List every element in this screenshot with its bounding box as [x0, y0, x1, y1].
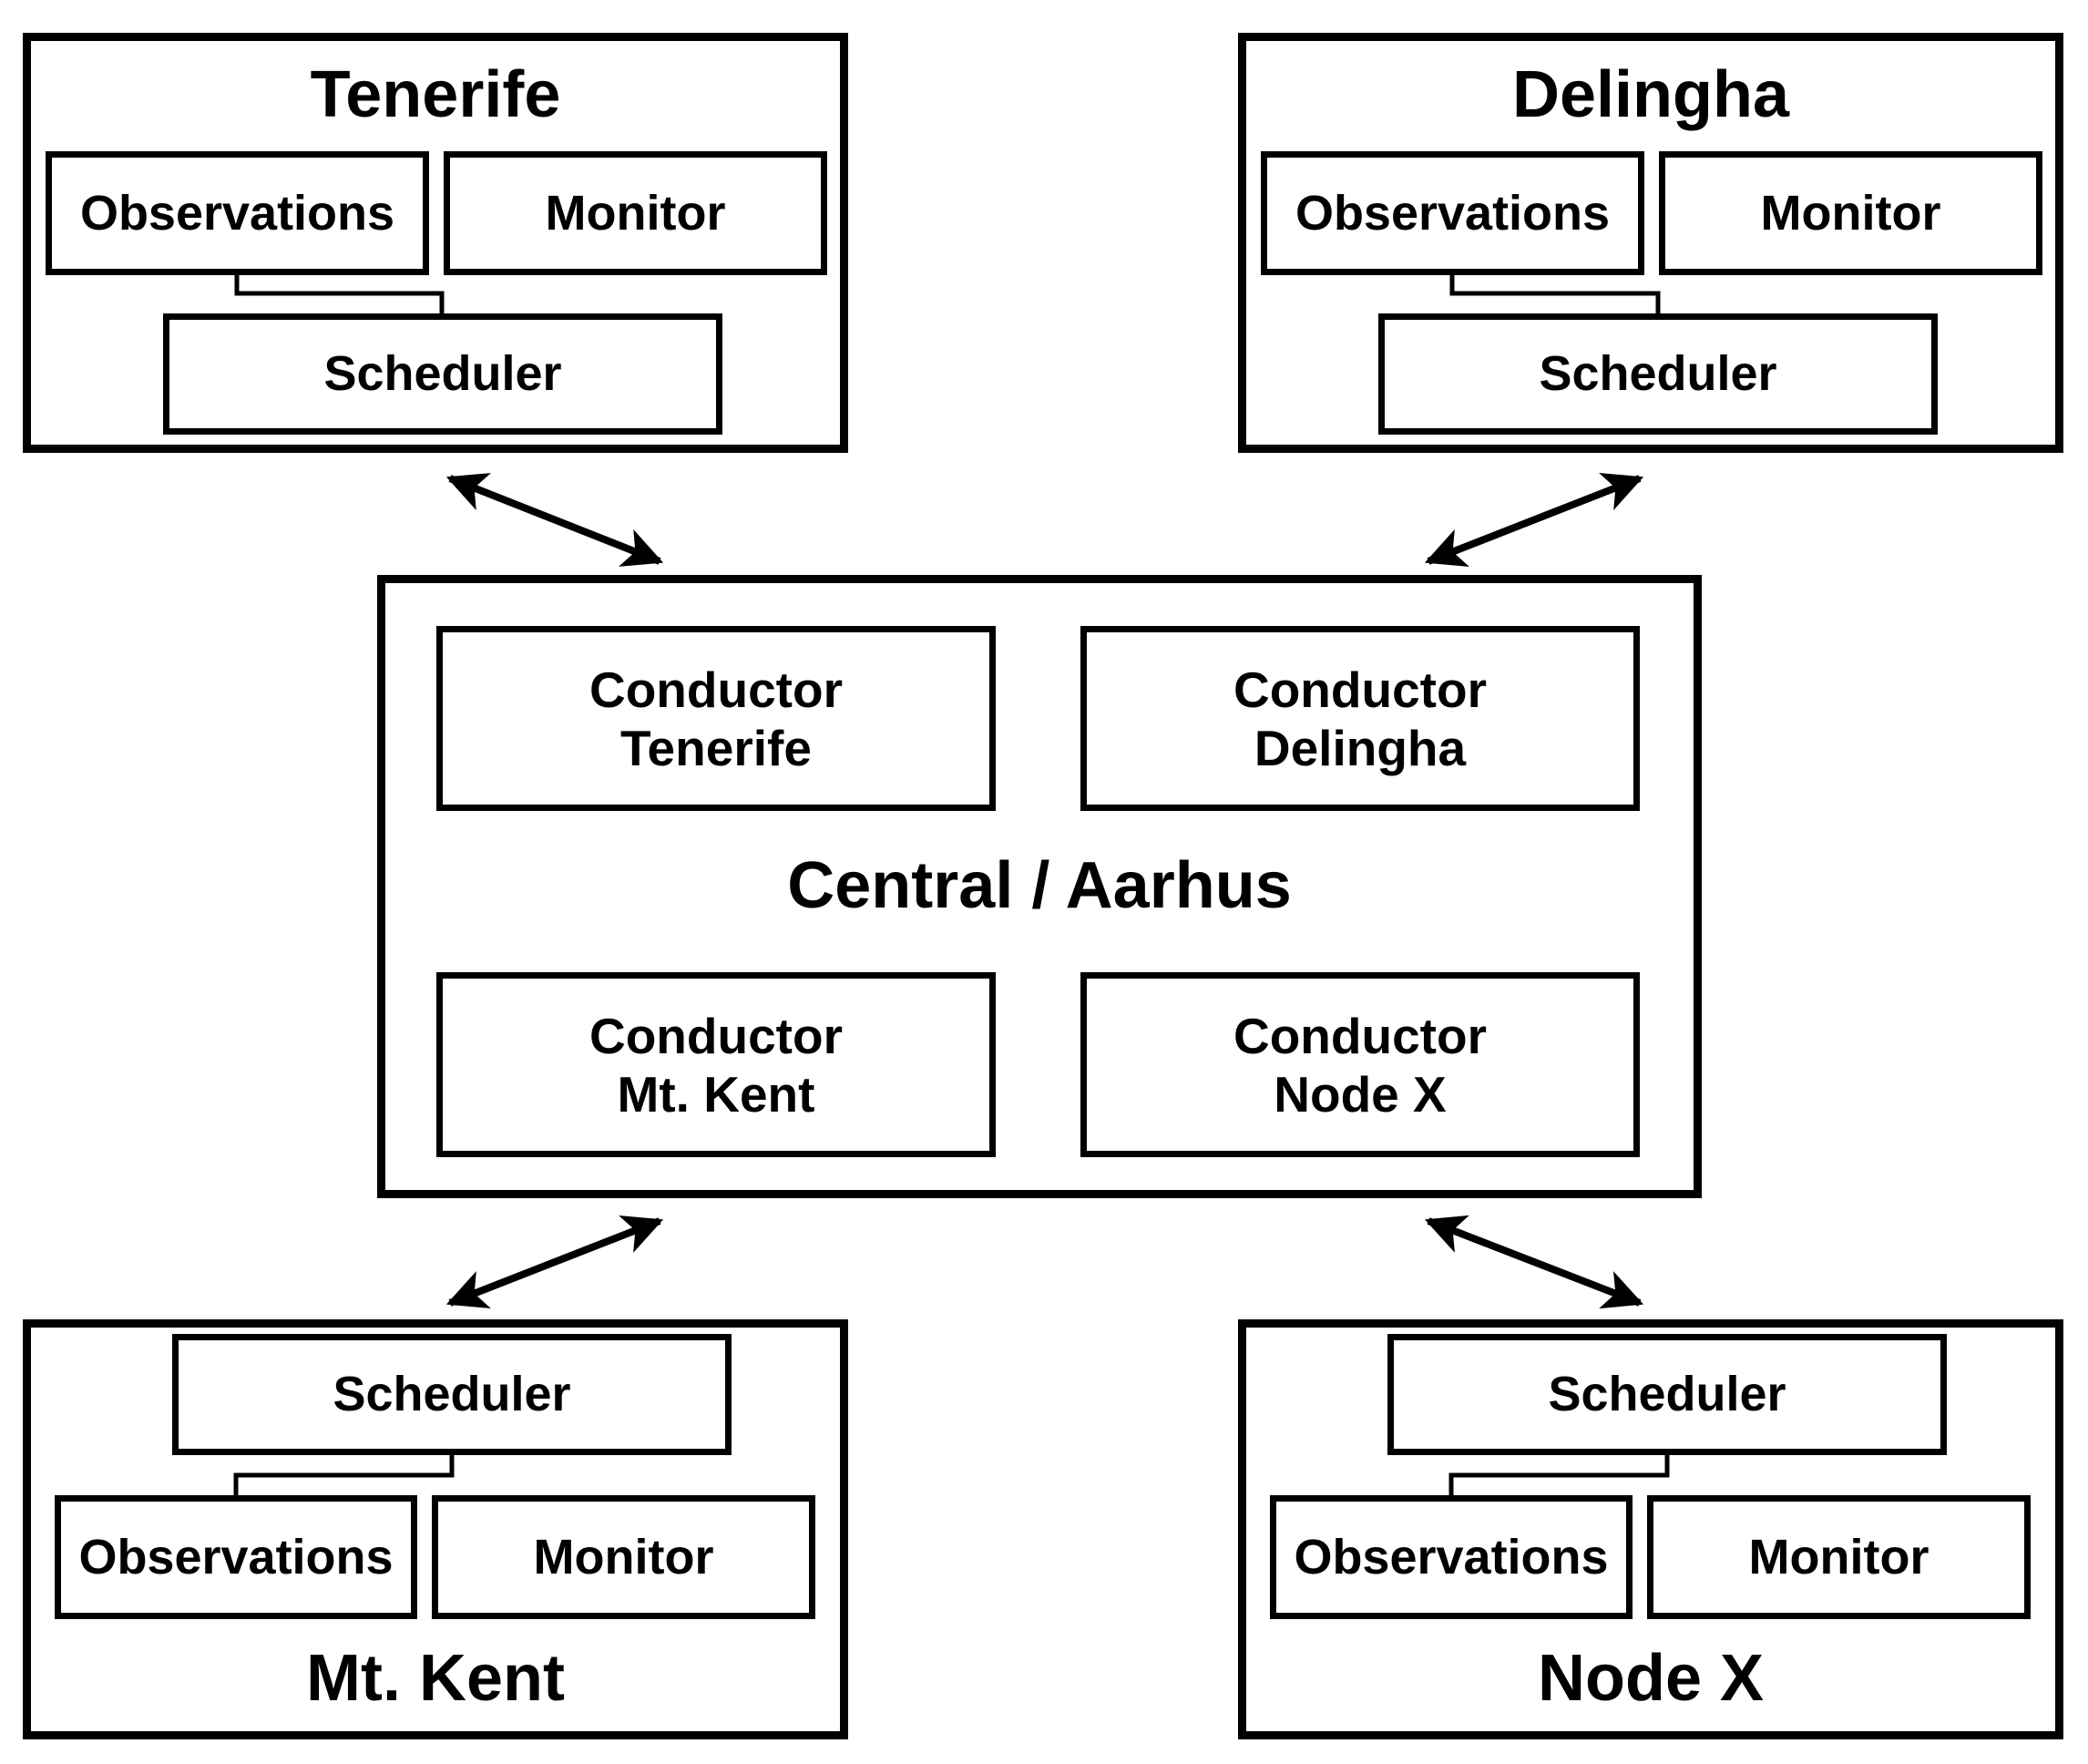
tenerife-scheduler-label: Scheduler [323, 346, 562, 402]
tenerife-central-arrow [445, 473, 664, 567]
delingha-observations-box: Observations [1261, 151, 1644, 275]
conductor-mt-kent-box: Conductor Mt. Kent [436, 972, 996, 1157]
mt-kent-monitor-box: Monitor [432, 1495, 815, 1619]
mt-kent-monitor-label: Monitor [533, 1529, 714, 1585]
conductor-delingha-box: Conductor Delingha [1080, 626, 1640, 811]
conductor-tenerife-line1: Conductor [589, 661, 843, 718]
mt-kent-scheduler-label: Scheduler [333, 1367, 571, 1422]
node-x-observations-label: Observations [1294, 1529, 1609, 1585]
conductor-mt-kent-label: Conductor Mt. Kent [589, 1007, 843, 1123]
delingha-connector [1449, 275, 1661, 313]
conductor-mt-kent-line1: Conductor [589, 1007, 843, 1064]
mt-kent-title: Mt. Kent [306, 1642, 565, 1715]
conductor-node-x-box: Conductor Node X [1080, 972, 1640, 1157]
delingha-monitor-label: Monitor [1760, 185, 1941, 241]
mt-kent-central-arrow [445, 1215, 664, 1309]
tenerife-monitor-box: Monitor [444, 151, 827, 275]
conductor-delingha-label: Conductor Delingha [1233, 661, 1487, 777]
node-x-central-arrow [1424, 1215, 1644, 1309]
tenerife-monitor-label: Monitor [545, 185, 726, 241]
node-x-scheduler-label: Scheduler [1548, 1367, 1786, 1422]
conductor-tenerife-box: Conductor Tenerife [436, 626, 996, 811]
mt-kent-observations-label: Observations [78, 1529, 394, 1585]
tenerife-observations-box: Observations [46, 151, 429, 275]
conductor-node-x-line2: Node X [1274, 1065, 1447, 1123]
delingha-scheduler-box: Scheduler [1378, 313, 1938, 435]
tenerife-connector [234, 275, 445, 313]
node-x-scheduler-box: Scheduler [1387, 1334, 1947, 1455]
delingha-monitor-box: Monitor [1659, 151, 2042, 275]
node-x-connector [1448, 1455, 1670, 1495]
conductor-node-x-line1: Conductor [1233, 1007, 1487, 1064]
conductor-tenerife-line2: Tenerife [620, 719, 812, 776]
conductor-node-x-label: Conductor Node X [1233, 1007, 1487, 1123]
conductor-delingha-line2: Delingha [1254, 719, 1467, 776]
conductor-mt-kent-line2: Mt. Kent [617, 1065, 815, 1123]
conductor-delingha-line1: Conductor [1233, 661, 1487, 718]
central-title: Central / Aarhus [787, 849, 1292, 922]
node-x-monitor-label: Monitor [1748, 1529, 1929, 1585]
node-x-observations-box: Observations [1270, 1495, 1633, 1619]
mt-kent-connector [233, 1455, 455, 1495]
node-x-title: Node X [1537, 1642, 1765, 1715]
delingha-observations-label: Observations [1295, 185, 1611, 241]
mt-kent-scheduler-box: Scheduler [172, 1334, 732, 1455]
mt-kent-observations-box: Observations [55, 1495, 417, 1619]
delingha-scheduler-label: Scheduler [1539, 346, 1777, 402]
tenerife-observations-label: Observations [79, 185, 395, 241]
tenerife-scheduler-box: Scheduler [163, 313, 722, 435]
delingha-central-arrow [1424, 472, 1644, 568]
tenerife-title: Tenerife [310, 58, 561, 131]
conductor-tenerife-label: Conductor Tenerife [589, 661, 843, 777]
node-x-monitor-box: Monitor [1647, 1495, 2031, 1619]
delingha-title: Delingha [1511, 58, 1790, 131]
